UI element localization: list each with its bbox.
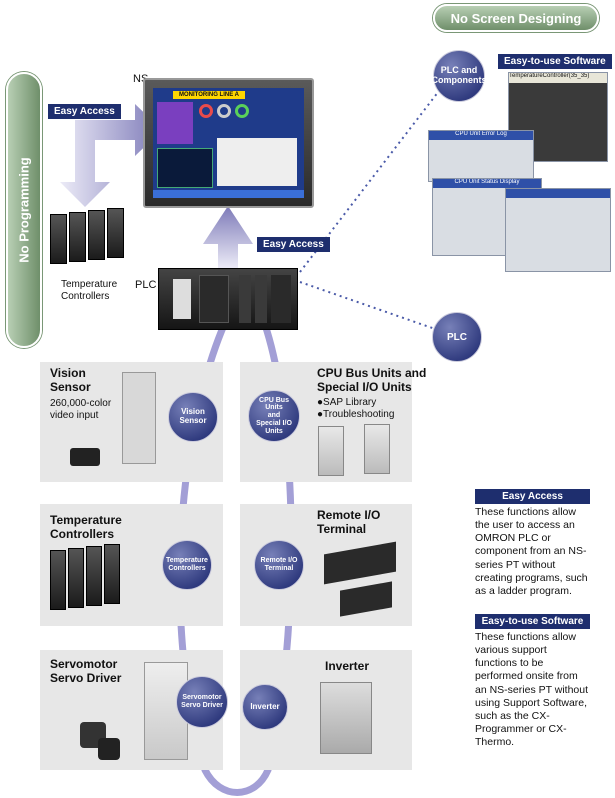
side-easy-access-text: These functions allow the user to access… [475,506,588,597]
temp-title: Temperature Controllers [50,513,122,541]
device-loop [176,312,295,796]
ns-display: MONITORING LINE A [143,78,314,208]
circle-inverter: Inverter [242,684,288,730]
plc-device [158,268,298,330]
temp-controllers-device-top [50,208,126,268]
circle-remote-io: Remote I/O Terminal [254,540,304,590]
inverter-title: Inverter [325,659,370,673]
easy-access-tag-top: Easy Access [48,104,121,119]
screenshot-cpu-error-log: CPU Unit Error Log [428,130,534,182]
vision-sub: 260,000-color video input [50,398,112,421]
no-programming-banner: No Programming [6,72,42,348]
cpu-item-trouble: ●Troubleshooting [317,409,395,420]
no-screen-designing-banner: No Screen Designing [433,4,599,32]
side-easy-software-text: These functions allow various support fu… [475,631,589,748]
circle-plc-components: PLC and Components [432,50,487,102]
temp-controllers-label-top: Temperature Controllers [61,279,118,302]
easy-access-l-arrow [60,104,162,207]
easy-to-use-software-tag: Easy-to-use Software [498,54,612,69]
circle-servomotor: Servomotor Servo Driver [176,676,228,728]
plc-to-ns-arrow [203,206,253,268]
side-easy-software-title: Easy-to-use Software [475,614,590,629]
circle-plc: PLC [432,312,482,362]
vision-title: Vision Sensor [50,366,91,394]
screenshot-plc-status-monitor [505,188,611,272]
cpu-title: CPU Bus Units and Special I/O Units [317,366,427,394]
circle-temperature-controllers: Temperature Controllers [162,540,212,590]
plc-label: PLC [135,279,157,291]
easy-access-tag-mid: Easy Access [257,237,330,252]
circle-cpu-bus: CPU Bus Units and Special I/O Units [248,390,300,442]
side-easy-access-title: Easy Access [475,489,590,504]
screen-title: MONITORING LINE A [173,91,245,99]
circle-vision-sensor: Vision Sensor [168,392,218,442]
remote-title: Remote I/O Terminal [317,508,381,536]
cpu-item-sap: ●SAP Library [317,397,377,408]
servo-title: Servomotor Servo Driver [50,657,122,685]
